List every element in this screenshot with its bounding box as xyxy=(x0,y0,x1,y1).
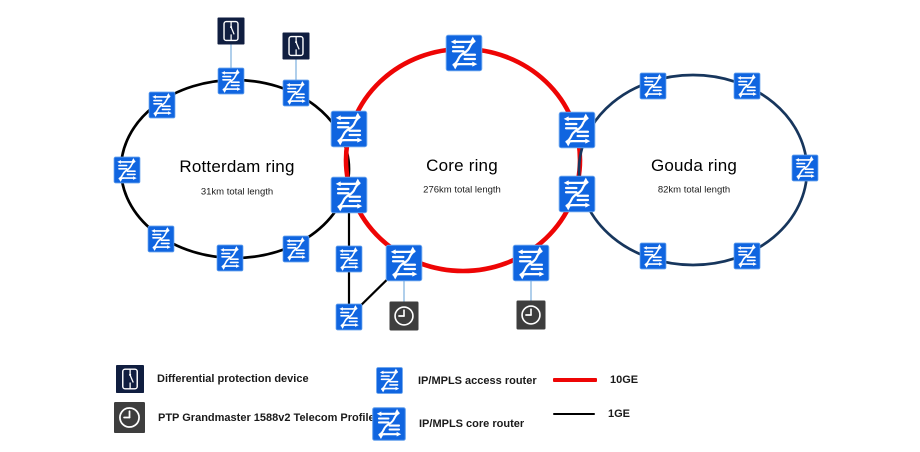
differential-protection-device-icon xyxy=(116,365,144,393)
rotterdam-ring-length: 31km total length xyxy=(200,186,274,198)
differential-protection-device-icon xyxy=(282,32,310,60)
ip-mpls-core-router-icon xyxy=(385,244,423,282)
legend-label: IP/MPLS access router xyxy=(418,374,537,387)
ip-mpls-access-router-icon xyxy=(282,235,310,263)
legend-item-differential-protection: Differential protection device xyxy=(116,365,309,393)
ip-mpls-core-router-icon xyxy=(445,34,483,72)
ip-mpls-access-router-icon xyxy=(376,367,403,394)
legend-label: 10GE xyxy=(610,374,639,386)
legend-item-core-router: IP/MPLS core router xyxy=(372,407,524,441)
differential-protection-device-icon xyxy=(217,17,245,45)
ip-mpls-access-router-icon xyxy=(282,79,310,107)
ptp-grandmaster-clock-icon xyxy=(516,300,546,330)
ip-mpls-access-router-icon xyxy=(733,242,761,270)
ip-mpls-access-router-icon xyxy=(113,156,141,184)
1ge-line-swatch xyxy=(553,412,595,416)
ip-mpls-access-router-icon xyxy=(217,67,245,95)
legend-item-access-router: IP/MPLS access router xyxy=(376,367,537,394)
ip-mpls-access-router-icon xyxy=(335,303,363,331)
ip-mpls-access-router-icon xyxy=(733,72,761,100)
ip-mpls-core-router-icon xyxy=(512,244,550,282)
ip-mpls-core-router-icon xyxy=(330,176,368,214)
ip-mpls-core-router-icon xyxy=(330,110,368,148)
ip-mpls-access-router-icon xyxy=(335,245,363,273)
legend-item-ptp-grandmaster: PTP Grandmaster 1588v2 Telecom Profile xyxy=(114,402,375,433)
ip-mpls-core-router-icon xyxy=(372,407,406,441)
ptp-grandmaster-clock-icon xyxy=(389,301,419,331)
ip-mpls-access-router-icon xyxy=(791,154,819,182)
rotterdam-ring-label: Rotterdam ring xyxy=(179,157,295,176)
ip-mpls-access-router-icon xyxy=(639,242,667,270)
ip-mpls-core-router-icon xyxy=(558,111,596,149)
legend-item-10ge: 10GE xyxy=(553,374,638,386)
ip-mpls-access-router-icon xyxy=(147,225,175,253)
ip-mpls-access-router-icon xyxy=(639,72,667,100)
core-ring-label: Core ring xyxy=(426,156,498,175)
gouda-ring-label: Gouda ring xyxy=(650,156,738,175)
gouda-ring-length: 82km total length xyxy=(657,184,731,196)
ip-mpls-access-router-icon xyxy=(216,244,244,272)
legend-label: IP/MPLS core router xyxy=(419,418,525,430)
legend-item-1ge: 1GE xyxy=(553,408,630,420)
10ge-line-swatch xyxy=(553,378,597,382)
ip-mpls-access-router-icon xyxy=(148,91,176,119)
legend-label: 1GE xyxy=(608,408,631,420)
ptp-grandmaster-clock-icon xyxy=(114,402,145,433)
ip-mpls-core-router-icon xyxy=(558,175,596,213)
legend-label: Differential protection device xyxy=(157,373,309,385)
legend-label: PTP Grandmaster 1588v2 Telecom Profile xyxy=(158,411,375,424)
core-ring-length: 276km total length xyxy=(423,184,501,196)
